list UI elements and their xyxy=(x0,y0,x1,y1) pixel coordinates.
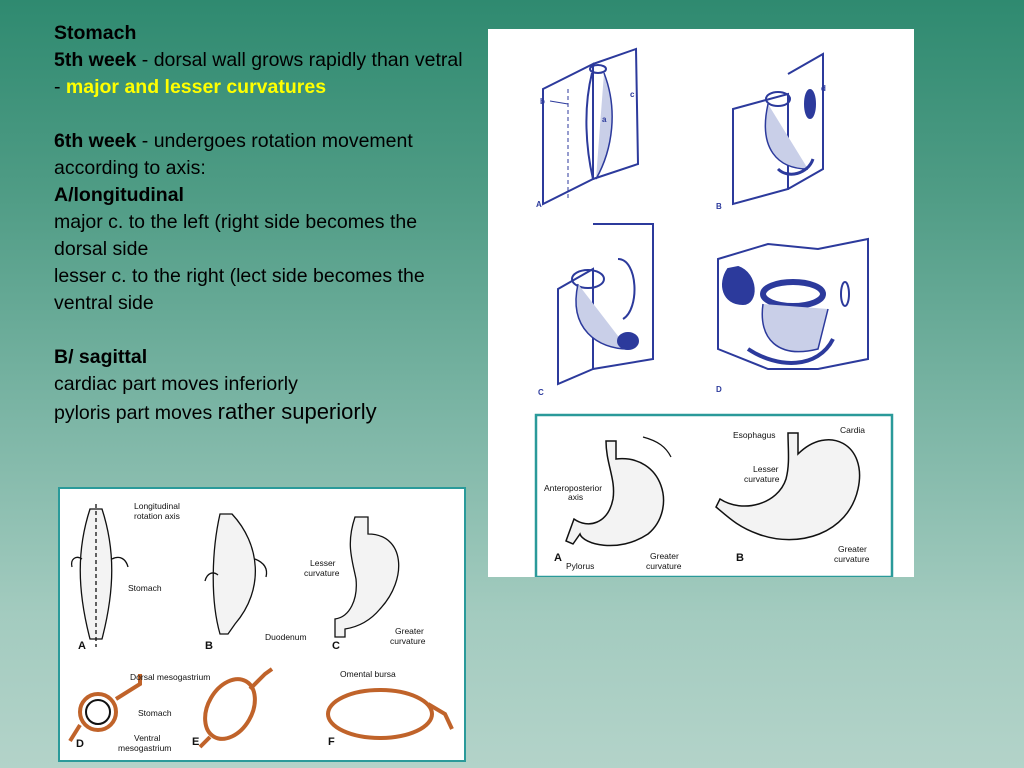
sagittal-line-2-end: rather superiorly xyxy=(217,399,377,424)
longitudinal-heading: A/longitudinal xyxy=(54,184,184,206)
label-dorsal-meso: Dorsal mesogastrium xyxy=(130,672,210,682)
week5-text: - dorsal wall grows rapidly than vetral … xyxy=(54,49,463,98)
label-fig-a: A xyxy=(78,640,86,652)
week5-paragraph: 5th week - dorsal wall grows rapidly tha… xyxy=(54,47,464,101)
label-cardia: Cardia xyxy=(840,425,865,435)
stomach-c-shape xyxy=(334,516,400,638)
label-greater-a-1: Greater xyxy=(650,551,679,561)
stomach-rotation-frame: Esophagus Cardia Lesser curvature Antero… xyxy=(534,413,894,577)
week6-text: - undergoes rotation movement according … xyxy=(54,130,413,179)
label-lesser-curv-1: Lesser xyxy=(310,558,336,568)
stomach-a-illustration xyxy=(565,440,665,547)
label-fig-f: F xyxy=(328,736,335,748)
label-ap-axis-1: Anteroposterior xyxy=(544,483,602,493)
sketch-label-d: D xyxy=(716,385,722,394)
stomach-f-ring xyxy=(326,688,434,740)
sketch-annot-f: f xyxy=(821,291,824,300)
stomach-b-illustration xyxy=(715,432,861,541)
label-longitudinal-1: Longitudinal xyxy=(134,501,180,511)
slide-text: Stomach 5th week - dorsal wall grows rap… xyxy=(54,20,464,427)
label-greater-a-2: curvature xyxy=(646,561,682,571)
label-lesser-curv-2: curvature xyxy=(304,568,340,578)
label-panel-b: B xyxy=(736,552,744,564)
label-pylorus: Pylorus xyxy=(566,561,594,571)
sketch-label-c: C xyxy=(538,388,544,397)
label-fig-e: E xyxy=(192,736,199,748)
sagittal-line-2-start: pyloris part moves xyxy=(54,402,218,424)
sketch-d xyxy=(717,237,869,370)
stomach-d-ring xyxy=(78,692,118,732)
label-duodenum: Duodenum xyxy=(265,632,307,642)
sagittal-heading: B/ sagittal xyxy=(54,346,148,368)
label-fig-d: D xyxy=(76,738,84,750)
label-stomach: Stomach xyxy=(128,583,162,593)
label-longitudinal-2: rotation axis xyxy=(134,511,180,521)
longitudinal-rotation-svg: Longitudinal rotation axis Stomach Lesse… xyxy=(68,501,454,753)
sagittal-line-1: cardiac part moves inferiorly xyxy=(54,373,298,395)
label-panel-a: A xyxy=(554,552,562,564)
stomach-b-tube xyxy=(212,513,256,635)
sketch-b xyxy=(732,52,824,206)
label-greater-curv-2: curvature xyxy=(390,636,426,646)
label-lesser-2: curvature xyxy=(744,474,780,484)
label-omental-bursa: Omental bursa xyxy=(340,669,396,679)
longitudinal-line-2: lesser c. to the right (lect side become… xyxy=(54,265,425,314)
label-fig-c: C xyxy=(332,640,340,652)
label-greater-curv-1: Greater xyxy=(395,626,424,636)
label-esophagus: Esophagus xyxy=(733,430,776,440)
figure-rotation-sketches: A B C D b c a d f Esophagus Cardia Lesse… xyxy=(488,29,914,577)
week6-paragraph: 6th week - undergoes rotation movement a… xyxy=(54,128,464,182)
sketch-c xyxy=(557,223,654,386)
longitudinal-line-1: major c. to the left (right side becomes… xyxy=(54,211,418,260)
sketch-annot-c: c xyxy=(630,90,635,99)
label-greater-b-1: Greater xyxy=(838,544,867,554)
week6-label: 6th week xyxy=(54,130,137,152)
sketch-label-b: B xyxy=(716,202,722,211)
figure-longitudinal-rotation: Longitudinal rotation axis Stomach Lesse… xyxy=(58,487,466,762)
sketch-label-a: A xyxy=(536,200,542,209)
slide-title: Stomach xyxy=(54,22,137,44)
label-ap-axis-2: axis xyxy=(568,492,583,502)
sketch-annot-a: a xyxy=(602,115,607,124)
label-fig-b: B xyxy=(205,640,213,652)
rotation-sketches-svg: A B C D b c a d f Esophagus Cardia Lesse… xyxy=(534,47,894,577)
label-lesser-1: Lesser xyxy=(753,464,779,474)
label-ventral-2: mesogastrium xyxy=(118,743,171,753)
label-ventral-1: Ventral xyxy=(134,733,161,743)
sketch-annot-d: d xyxy=(821,84,826,93)
label-stomach-2: Stomach xyxy=(138,708,172,718)
sketch-annot-b: b xyxy=(540,97,545,106)
label-greater-b-2: curvature xyxy=(834,554,870,564)
week5-highlight: major and lesser curvatures xyxy=(65,76,327,98)
sagittal-line-2: pyloris part moves rather superiorly xyxy=(54,398,464,427)
stomach-e-ring xyxy=(203,677,257,741)
week5-label: 5th week xyxy=(54,49,137,71)
sketch-a xyxy=(542,47,640,206)
